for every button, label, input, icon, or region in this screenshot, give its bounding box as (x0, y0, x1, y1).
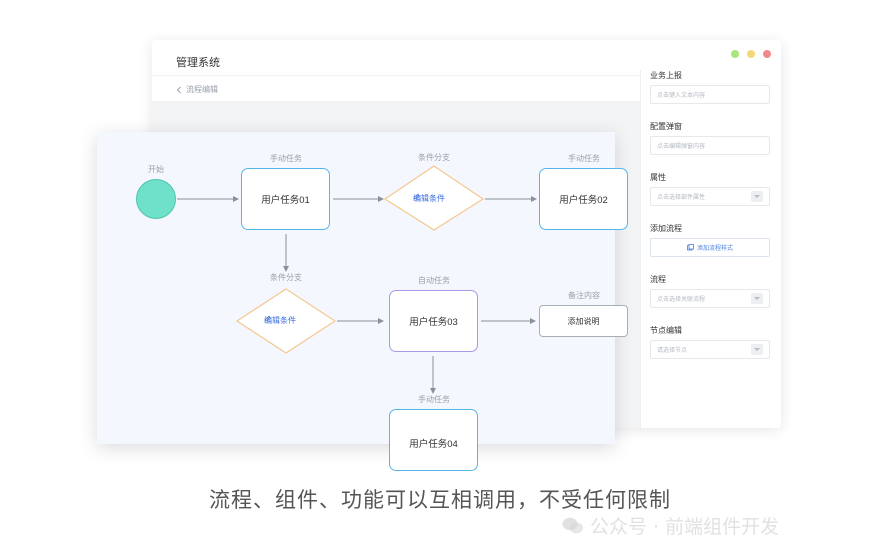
section-title: 业务上报 (650, 71, 682, 80)
section-report: 业务上报 点击键入文本内容 (650, 70, 772, 104)
edit-condition-button[interactable]: 编辑条件 (264, 315, 296, 326)
section-attributes: 属性 点击选择部件属性 (650, 172, 772, 206)
field-placeholder: 点击编辑弹窗内容 (657, 144, 706, 150)
section-node-edit: 节点编辑 请选择节点 (650, 325, 772, 359)
user-task-04[interactable]: 用户任务04 (389, 409, 478, 471)
pencil-icon (264, 315, 271, 322)
condition-label: 编辑条件 (264, 316, 296, 325)
maximize-button[interactable] (731, 50, 739, 58)
section-popup: 配置弹窗 点击编辑弹窗内容 (650, 121, 772, 155)
section-title: 节点编辑 (650, 326, 682, 335)
wechat-icon (562, 517, 583, 533)
condition-label: 编辑条件 (413, 194, 445, 203)
note-node[interactable]: 添加说明 (539, 305, 628, 337)
condition-diamond-1 (383, 165, 485, 231)
start-label: 开始 (148, 165, 164, 174)
caret-down-icon (751, 344, 763, 355)
breadcrumb[interactable]: 流程编辑 (176, 84, 218, 95)
field-placeholder: 点击选择关联流程 (657, 297, 706, 303)
edit-condition-button[interactable]: 编辑条件 (413, 193, 445, 204)
copy-add-icon (687, 244, 694, 251)
minimize-button[interactable] (747, 50, 755, 58)
user-task-01[interactable]: 用户任务01 (241, 168, 330, 230)
attributes-select[interactable]: 点击选择部件属性 (650, 187, 770, 206)
flow-canvas[interactable]: 开始 手动任务 用户任务01 条件分支 编辑条件 手动任务 用户任务02 条件分… (97, 132, 628, 471)
caret-down-icon (751, 191, 763, 202)
caption: 流程、组件、功能可以互相调用，不受任何限制 (209, 488, 671, 512)
flow-select[interactable]: 点击选择关联流程 (650, 289, 770, 308)
divider (640, 70, 641, 428)
section-title: 流程 (650, 275, 666, 284)
close-button[interactable] (763, 50, 771, 58)
node-type-label: 备注内容 (568, 291, 600, 300)
section-title: 添加流程 (650, 224, 682, 233)
node-type-label: 条件分支 (418, 153, 450, 162)
report-text-input[interactable]: 点击键入文本内容 (650, 85, 770, 104)
node-type-label: 条件分支 (270, 273, 302, 282)
field-placeholder: 点击键入文本内容 (657, 93, 706, 99)
section-title: 配置弹窗 (650, 122, 682, 131)
user-task-02[interactable]: 用户任务02 (539, 168, 628, 230)
section-flow: 流程 点击选择关联流程 (650, 274, 772, 308)
chevron-left-icon (176, 86, 181, 93)
caret-down-icon (751, 293, 763, 304)
add-flow-style-button[interactable]: 添加流程样式 (650, 238, 770, 257)
field-placeholder: 请选择节点 (657, 348, 688, 354)
node-select[interactable]: 请选择节点 (650, 340, 770, 359)
field-placeholder: 点击选择部件属性 (657, 195, 706, 201)
breadcrumb-label: 流程编辑 (186, 85, 218, 94)
section-title: 属性 (650, 173, 666, 182)
toolbar: 流程编辑 (152, 75, 640, 102)
node-type-label: 手动任务 (568, 154, 600, 163)
window-controls (731, 50, 771, 58)
start-node[interactable] (136, 179, 176, 219)
watermark: 公众号 · 前端组件开发 (562, 512, 779, 539)
node-type-label: 自动任务 (418, 276, 450, 285)
button-label: 添加流程样式 (696, 246, 733, 252)
node-type-label: 手动任务 (418, 395, 450, 404)
user-task-03[interactable]: 用户任务03 (389, 290, 478, 352)
condition-diamond-2 (235, 288, 337, 354)
popup-content-input[interactable]: 点击编辑弹窗内容 (650, 136, 770, 155)
watermark-text: 公众号 · 前端组件开发 (590, 516, 780, 538)
window-title: 管理系统 (176, 57, 220, 69)
flow-connectors (177, 165, 537, 394)
section-add-flow: 添加流程 添加流程样式 (650, 223, 772, 257)
pencil-icon (413, 193, 420, 200)
node-type-label: 手动任务 (270, 154, 302, 163)
